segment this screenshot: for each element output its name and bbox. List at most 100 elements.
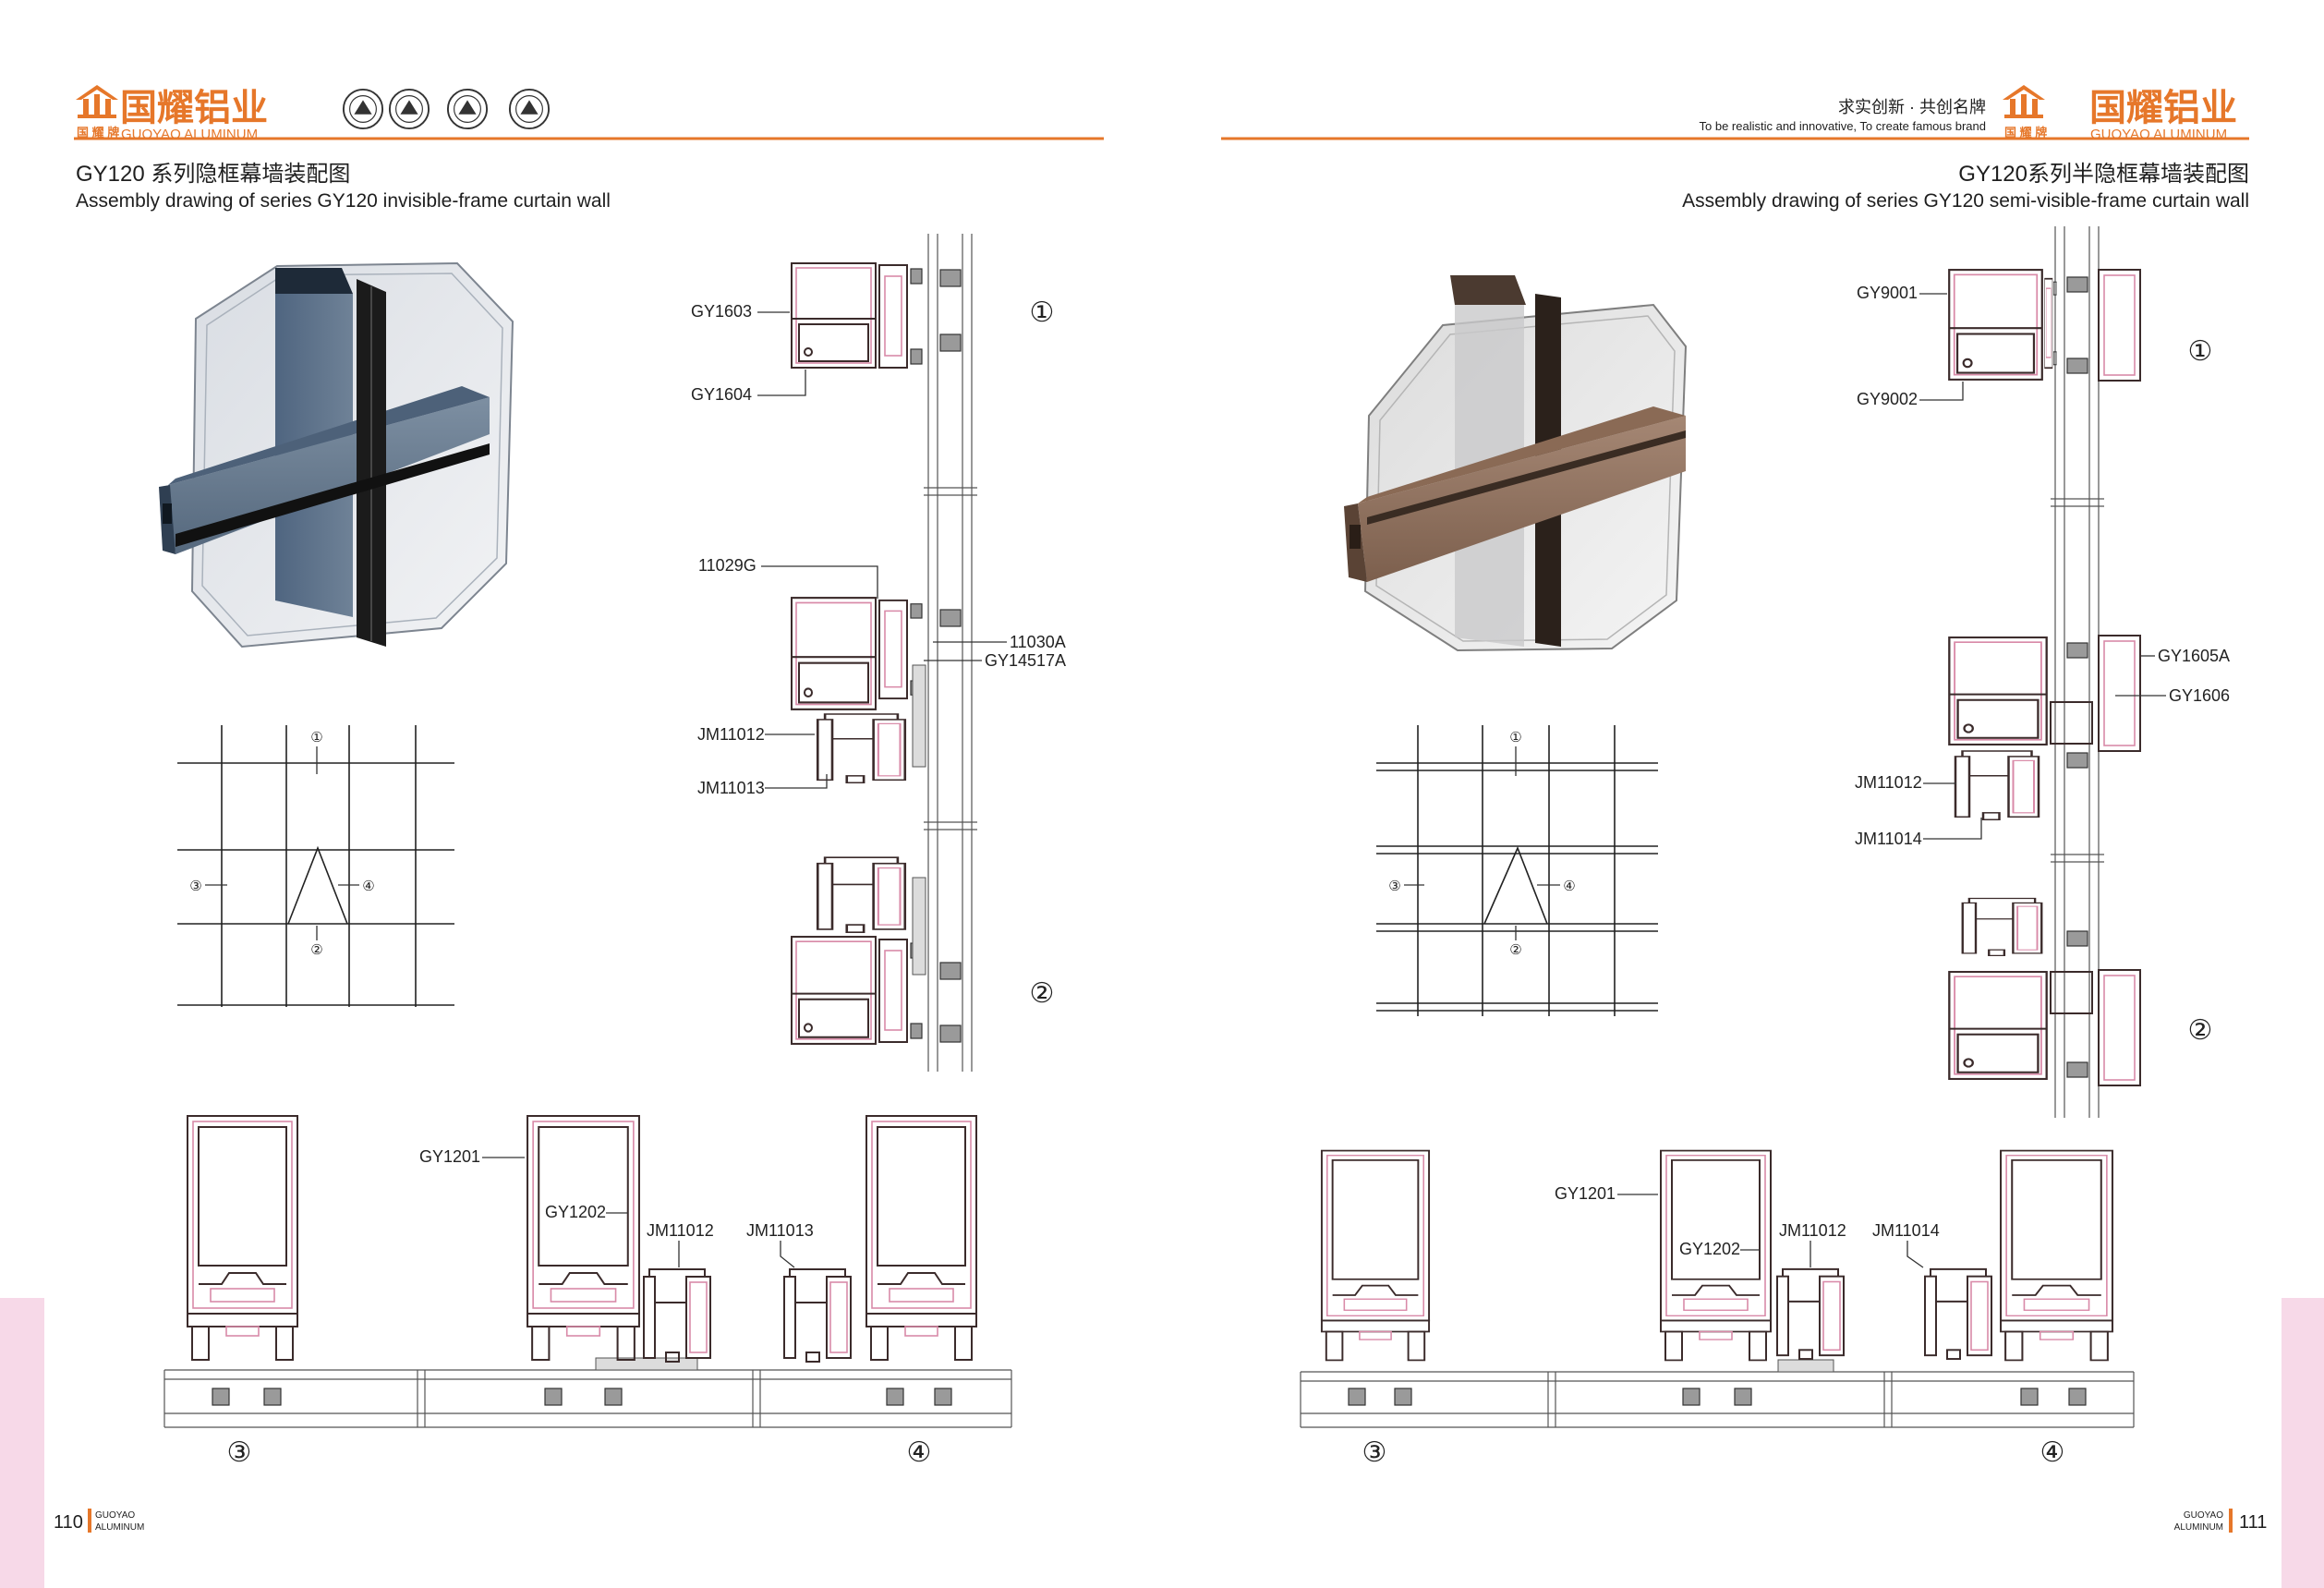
key-marker-1: ① xyxy=(1509,729,1521,746)
glass-spacer xyxy=(939,609,962,627)
label-gy1606: GY1606 xyxy=(2169,686,2230,705)
label-gy14517a: GY14517A xyxy=(985,651,1066,670)
cap-pink-line xyxy=(2103,640,2136,746)
middle-jm-clip xyxy=(816,712,907,783)
leader-line xyxy=(765,774,828,789)
slogan-cn: 求实创新 · 共创名牌 xyxy=(1838,98,1986,116)
label-jm11012: JM11012 xyxy=(1855,773,1922,792)
right-header: 求实创新 · 共创名牌 To be realistic and innovati… xyxy=(1221,85,2249,142)
glass-spacer xyxy=(934,1388,952,1406)
section-marker-4: ④ xyxy=(2040,1436,2065,1469)
label-gy1202: GY1202 xyxy=(1679,1240,1740,1258)
vertical-section-drawing: GY1603 GY1604 11029G 11030A GY14517A JM1… xyxy=(691,234,1066,1072)
brand-mark: 国 耀 牌 xyxy=(77,126,119,139)
page-title-en: Assembly drawing of series GY120 invisib… xyxy=(76,190,611,212)
section2-pressure-cap xyxy=(2098,969,2141,1086)
leader-line xyxy=(757,370,806,396)
key-marker-4: ④ xyxy=(1563,878,1575,894)
page-title-cn: GY120 系列隐框幕墙装配图 xyxy=(76,162,350,187)
certification-badge-icon xyxy=(388,88,430,130)
glass-spacer xyxy=(939,333,962,352)
label-gy9001: GY9001 xyxy=(1857,284,1918,302)
glass-spacer xyxy=(2066,1061,2088,1078)
glass-spacer xyxy=(1682,1388,1701,1406)
invisible-frame-render xyxy=(159,261,514,649)
footer-divider xyxy=(88,1509,91,1533)
page-title-cn: GY120系列半隐框幕墙装配图 xyxy=(1958,162,2249,187)
footer-brand-line1: GUOYAO xyxy=(2184,1510,2223,1521)
glass-spacer xyxy=(939,269,962,287)
middle-jm-clip xyxy=(1954,749,2040,820)
label-11029g: 11029G xyxy=(698,556,757,575)
horizontal-glazing-joint xyxy=(1367,430,1686,525)
glass-spacer xyxy=(2066,930,2088,947)
glass-spacer xyxy=(2066,752,2088,769)
key-marker-1: ① xyxy=(310,729,322,746)
plan-frame-3 xyxy=(1320,1149,1431,1362)
mullion-cap xyxy=(1450,275,1526,305)
middle-mullion xyxy=(790,597,878,710)
guoyao-logo-icon xyxy=(2003,85,2045,118)
right-page: 求实创新 · 共创名牌 To be realistic and innovati… xyxy=(1221,85,2324,1588)
structural-sealant xyxy=(912,877,926,976)
section2-mullion xyxy=(1948,970,2048,1081)
label-jm11012: JM11012 xyxy=(697,725,765,744)
leader-line xyxy=(1919,382,1964,401)
section2-jm-clip xyxy=(816,855,907,933)
section-marker-2: ② xyxy=(2188,1014,2213,1047)
label-jm11014: JM11014 xyxy=(1872,1221,1940,1240)
right-edge-tab xyxy=(2282,1298,2324,1588)
certification-badge-icon xyxy=(446,88,489,130)
section-marker-3: ③ xyxy=(227,1436,252,1469)
structural-sealant xyxy=(595,1357,698,1371)
section1-clip xyxy=(878,264,923,369)
label-jm11013: JM11013 xyxy=(746,1221,814,1240)
section-marker-4: ④ xyxy=(907,1436,932,1469)
footer-brand-line1: GUOYAO xyxy=(95,1510,135,1521)
left-edge-tab xyxy=(0,1298,44,1588)
plan-clip-jm11013 xyxy=(783,1268,852,1363)
label-jm11012: JM11012 xyxy=(1779,1221,1846,1240)
certification-badge-icon xyxy=(508,88,551,130)
glass-spacer xyxy=(2066,358,2088,374)
left-header: 国 耀 牌 国耀铝业 GUOYAO ALUMINUM xyxy=(74,85,1104,142)
plan-clip-jm11014 xyxy=(1924,1267,1992,1360)
page-number: 111 xyxy=(2239,1512,2267,1533)
certification-badge-icon xyxy=(342,88,384,130)
glass-spacer xyxy=(939,1024,962,1043)
brand-mark: 国 耀 牌 xyxy=(2004,126,2047,139)
horizontal-plan-drawing: GY1201 GY1202 JM11012 JM11013 ③ ④ xyxy=(163,1114,1012,1469)
glass-spacer xyxy=(604,1388,623,1406)
mullion-cap xyxy=(275,268,353,294)
leader-line xyxy=(780,1241,795,1268)
label-gy1604: GY1604 xyxy=(691,385,752,404)
semi-visible-frame-render xyxy=(1344,275,1688,652)
key-marker-2: ② xyxy=(310,941,322,958)
glass-spacer xyxy=(212,1388,230,1406)
label-jm11012: JM11012 xyxy=(647,1221,714,1240)
leader-line xyxy=(761,565,878,599)
horizontal-glazing-joint xyxy=(176,443,490,547)
label-gy1202: GY1202 xyxy=(545,1203,606,1221)
transom-top xyxy=(168,386,490,485)
section-marker-2: ② xyxy=(1030,977,1055,1010)
opening-triangle xyxy=(287,845,348,925)
label-gy1201: GY1201 xyxy=(1555,1184,1616,1203)
leader-line xyxy=(1906,1241,1924,1268)
glass-spacer xyxy=(2066,276,2088,293)
label-gy1605a: GY1605A xyxy=(2158,647,2230,665)
label-11030a: 11030A xyxy=(1010,633,1066,651)
plan-clip-jm11012 xyxy=(1776,1267,1845,1360)
label-jm11014: JM11014 xyxy=(1855,830,1922,848)
horizontal-plan-drawing: GY1201 GY1202 JM11012 JM11014 ③ ④ xyxy=(1300,1149,2135,1469)
plan-frame-4 xyxy=(865,1115,977,1361)
grid-key-diagram: ① ③ ④ ② xyxy=(177,725,454,1007)
page-number: 110 xyxy=(54,1512,83,1533)
footer-brand-line2: ALUMINUM xyxy=(2174,1522,2223,1533)
middle-square-chamber xyxy=(2050,701,2093,745)
key-marker-3: ③ xyxy=(1388,878,1400,894)
transom-end-slot xyxy=(163,503,172,524)
glass-spacer xyxy=(2066,642,2088,659)
plan-frame-gy1201 xyxy=(527,1114,640,1362)
